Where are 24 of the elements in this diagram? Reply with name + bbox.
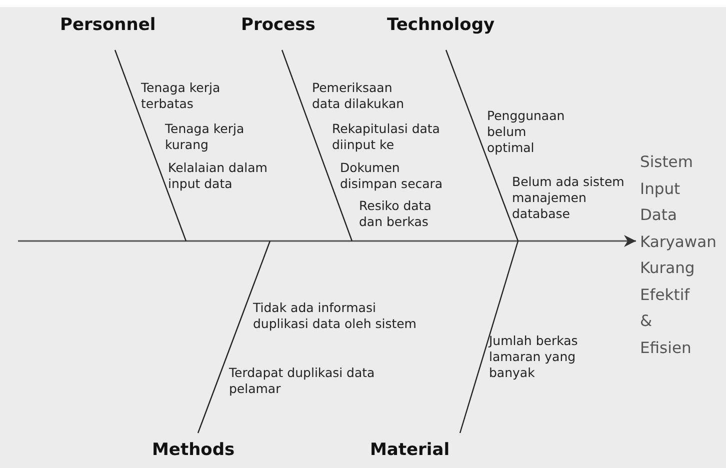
cause-text: Tenaga kerja terbatas bbox=[141, 80, 222, 112]
category-heading: Technology bbox=[387, 15, 495, 35]
bone-line bbox=[459, 240, 519, 434]
category-heading: Material bbox=[370, 440, 450, 460]
spine-arrow bbox=[18, 235, 636, 247]
cause-text: Tenaga kerja kurang bbox=[165, 121, 246, 153]
cause-text: Tidak ada informasi duplikasi data oleh sistem bbox=[253, 300, 418, 332]
problem-head-text: Sistem Input Data Karyawan Kurang Efektif & Efisien bbox=[640, 149, 720, 361]
cause-text: Dokumen disimpan secara bbox=[340, 160, 444, 192]
category-heading: Process bbox=[241, 15, 316, 35]
cause-text: Belum ada sistem manajemen database bbox=[512, 174, 626, 222]
cause-text: Penggunaan belum optimal bbox=[487, 108, 566, 156]
cause-text: Jumlah berkas lamaran yang banyak bbox=[489, 333, 579, 381]
cause-text: Resiko data dan berkas bbox=[359, 198, 432, 230]
bone-line bbox=[114, 50, 187, 242]
cause-text: Rekapitulasi data diinput ke bbox=[332, 121, 441, 153]
category-heading: Personnel bbox=[60, 15, 156, 35]
cause-text: Pemeriksaan data dilakukan bbox=[312, 80, 406, 112]
bone-line bbox=[445, 50, 519, 242]
cause-text: Terdapat duplikasi data pelamar bbox=[229, 365, 376, 397]
bone-line bbox=[281, 50, 353, 242]
cause-text: Kelalaian dalam input data bbox=[168, 160, 268, 192]
bone-line bbox=[197, 240, 271, 434]
category-heading: Methods bbox=[152, 440, 235, 460]
